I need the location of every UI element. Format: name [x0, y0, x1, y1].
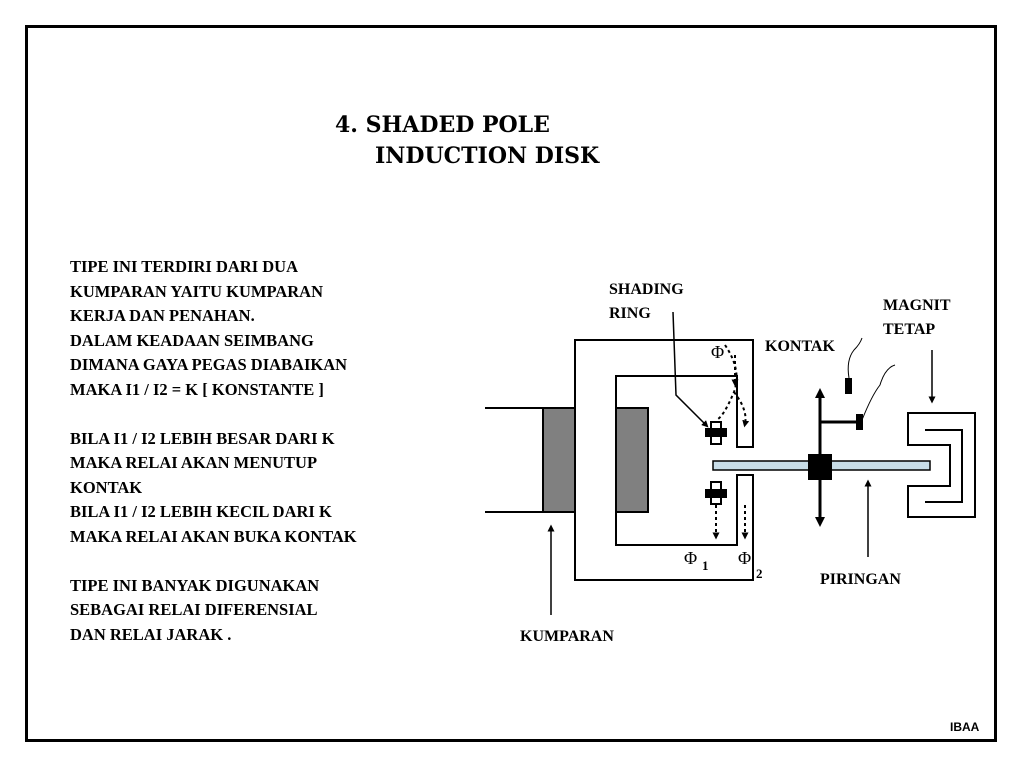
text-line: KUMPARAN YAITU KUMPARAN: [70, 281, 323, 301]
shading-ring-bottom-bar: [705, 489, 727, 498]
label-shading-line1: SHADING: [609, 281, 684, 298]
shaft-hub: [808, 454, 832, 480]
text-line: KERJA DAN PENAHAN.: [70, 306, 255, 325]
title-line-2: INDUCTION DISK: [375, 143, 600, 169]
text-line: DAN RELAI JARAK .: [70, 624, 232, 644]
moving-contact: [856, 414, 863, 430]
coil-inner: [615, 407, 649, 513]
coil-outer: [542, 407, 576, 513]
label-phi2-sub: 2: [756, 566, 763, 581]
label-phi1-sub: 1: [702, 558, 709, 573]
label-phi: Φ: [711, 342, 724, 362]
shading-leader: [672, 311, 709, 428]
title-line-1: 4. SHADED POLE: [335, 112, 550, 138]
label-magnit-line1: MAGNIT: [883, 297, 951, 314]
text-line: DALAM KEADAAN SEIMBANG: [70, 330, 314, 350]
label-phi2: Φ: [738, 548, 751, 568]
text-line: DIMANA GAYA PEGAS DIABAIKAN: [70, 355, 348, 374]
permanent-magnet: [907, 412, 976, 518]
text-line: MAKA I1 / I2 = K [ KONSTANTE ]: [70, 379, 324, 399]
permanent-magnet-inner: [925, 429, 963, 503]
label-kontak: KONTAK: [765, 338, 835, 355]
label-kumparan: KUMPARAN: [520, 628, 614, 645]
label-magnit-line2: TETAP: [883, 321, 935, 338]
text-line: BILA I1 / I2 LEBIH KECIL DARI K: [70, 502, 332, 521]
magnetic-core: [574, 339, 754, 581]
contact-wire: [861, 364, 896, 421]
text-line: MAKA RELAI AKAN BUKA KONTAK: [70, 526, 357, 546]
shading-ring-top-bar: [705, 428, 727, 437]
kontak-leader: [847, 337, 863, 379]
text-line: TIPE INI BANYAK DIGUNAKAN: [70, 575, 320, 595]
label-piringan: PIRINGAN: [820, 571, 901, 588]
text-line: TIPE INI TERDIRI DARI DUA: [70, 257, 298, 276]
text-line: KONTAK: [70, 477, 143, 497]
fixed-contact: [845, 378, 852, 394]
text-line: SEBAGAI RELAI DIFERENSIAL: [70, 600, 318, 619]
label-shading-line2: RING: [609, 305, 651, 322]
text-line: MAKA RELAI AKAN MENUTUP: [70, 453, 318, 472]
paragraph-1: TIPE INI TERDIRI DARI DUA KUMPARAN YAITU…: [70, 255, 357, 402]
slide-title: 4. SHADED POLE INDUCTION DISK: [335, 110, 599, 172]
flux-path-top: [733, 391, 750, 428]
shaded-pole-diagram: SHADING RING MAGNIT TETAP KONTAK PIRINGA…: [485, 281, 976, 645]
paragraph-2: BILA I1 / I2 LEBIH BESAR DARI K MAKA REL…: [70, 427, 357, 550]
paragraph-3: TIPE INI BANYAK DIGUNAKAN SEBAGAI RELAI …: [70, 574, 357, 648]
label-phi1: Φ: [684, 548, 697, 568]
slide-frame: [25, 25, 997, 742]
body-text: TIPE INI TERDIRI DARI DUA KUMPARAN YAITU…: [70, 255, 357, 647]
text-line: BILA I1 / I2 LEBIH BESAR DARI K: [70, 428, 335, 448]
footer-credit: IBAA: [950, 720, 980, 734]
